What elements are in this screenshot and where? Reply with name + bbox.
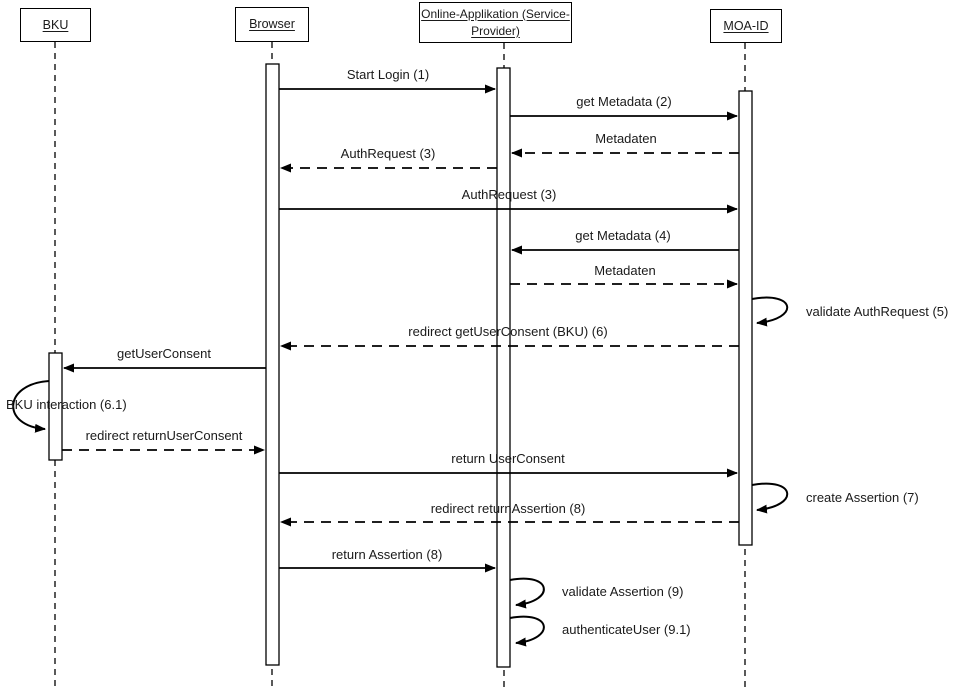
loop-create-assertion [751,482,789,514]
actor-label-online-applikation-line2: Provider) [471,23,520,38]
actor-label-browser: Browser [249,17,295,31]
message-label-metadaten-2: Metadaten [594,263,656,278]
message-label-redirect-returnuserconsent: redirect returnUserConsent [85,428,243,443]
message-label-start-login: Start Login (1) [346,67,430,82]
message-label-redirect-returnassertion: redirect returnAssertion (8) [430,501,586,516]
actor-box-bku: BKU [20,8,91,42]
message-label-authenticateuser: authenticateUser (9.1) [562,622,691,637]
solid-messages [63,84,739,573]
dashed-messages [62,148,739,527]
message-label-validate-authrequest: validate AuthRequest (5) [806,304,949,319]
message-label-get-metadata-4: get Metadata (4) [575,228,671,243]
message-label-authrequest-3: AuthRequest (3) [461,187,557,202]
message-label-bku-interaction: BKU interaction (6.1) [6,397,127,412]
message-label-authrequest-3-return: AuthRequest (3) [340,146,436,161]
activation-bar-browser [265,63,280,666]
message-label-getuserconsent: getUserConsent [117,346,211,361]
actor-box-moa-id: MOA-ID [710,9,782,43]
loop-validate-authrequest [751,296,789,327]
message-label-return-assertion: return Assertion (8) [331,547,443,562]
loop-bku-interaction [12,380,50,433]
actor-label-moa-id: MOA-ID [723,18,769,33]
message-label-return-userconsent: return UserConsent [451,451,565,466]
loop-validate-assertion [509,577,545,609]
loop-authenticateuser [509,615,545,647]
actor-label-online-applikation-line1: Online-Applikation (Service- [421,6,570,21]
activation-bar-bku [48,352,63,461]
self-call-loops [12,296,789,647]
message-label-get-metadata-2: get Metadata (2) [576,94,672,109]
actor-box-online-applikation: Online-Applikation (Service- Provider) [419,2,572,43]
activation-bar-online-applikation [496,67,511,668]
actor-label-bku: BKU [42,17,69,32]
message-label-redirect-getuserconsent: redirect getUserConsent (BKU) (6) [408,324,608,339]
activation-bars [48,63,753,668]
message-label-validate-assertion: validate Assertion (9) [562,584,684,599]
message-label-create-assertion: create Assertion (7) [806,490,919,505]
actor-box-browser: Browser [235,7,309,42]
message-label-metadaten-1: Metadaten [595,131,657,146]
activation-bar-moa-id [738,90,753,546]
